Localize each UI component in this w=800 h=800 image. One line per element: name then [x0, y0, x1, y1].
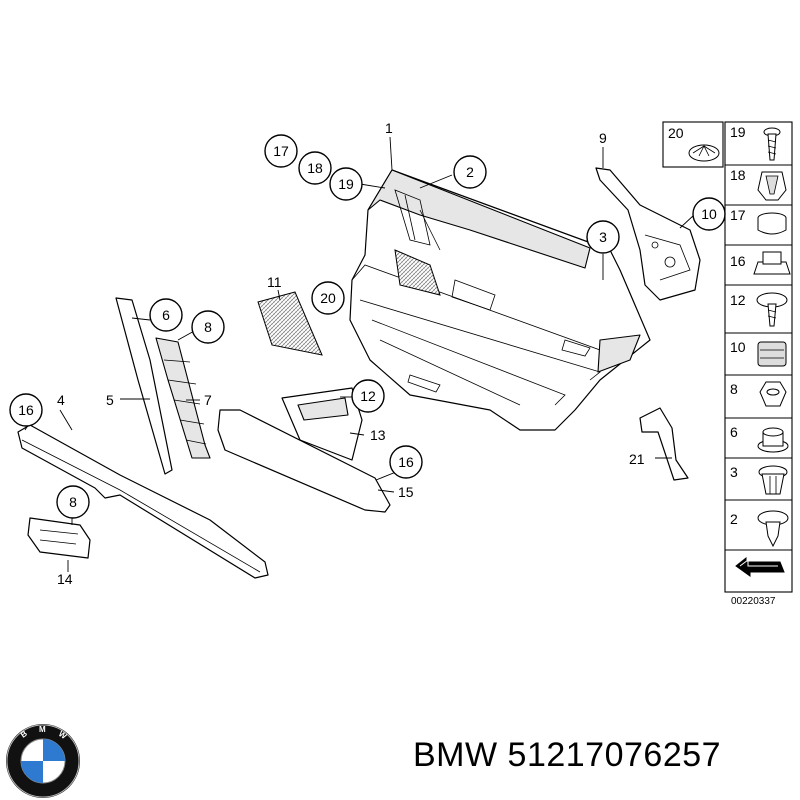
nut-clip-icon [757, 171, 787, 201]
part-caption: BMW 51217076257 [413, 736, 721, 775]
callout-21: 21 [629, 451, 645, 467]
reference-code: 00220337 [731, 596, 776, 607]
svg-text:20: 20 [320, 290, 336, 306]
svg-text:10: 10 [701, 206, 717, 222]
hex-nut-icon [759, 381, 787, 407]
svg-text:17: 17 [273, 143, 289, 159]
callout-1: 1 [385, 120, 393, 136]
clip-nut-icon [753, 251, 791, 275]
callout-8b: 8 [56, 485, 90, 519]
plug-icon [757, 212, 787, 235]
callout-2: 2 [453, 155, 487, 189]
legend-row-16: 16 [730, 253, 746, 269]
arrow-icon [735, 556, 785, 577]
svg-text:18: 18 [307, 160, 323, 176]
lower-trim-strip [17, 424, 269, 579]
callout-16a: 16 [9, 393, 43, 427]
bmw-logo: B M W [6, 724, 80, 798]
push-clip-icon [757, 510, 789, 548]
brand-name: BMW [413, 736, 498, 774]
callout-20: 20 [311, 281, 345, 315]
legend-row-10: 10 [730, 339, 746, 355]
callout-8a: 8 [191, 310, 225, 344]
callout-16b: 16 [389, 445, 423, 479]
legend-top-20-icon [688, 144, 720, 162]
callout-9: 9 [599, 130, 607, 146]
svg-text:6: 6 [162, 307, 170, 323]
callout-3: 3 [586, 220, 620, 254]
callout-5: 5 [106, 392, 114, 408]
screw-icon [763, 127, 781, 161]
bracket-clip-icon [757, 341, 787, 367]
callout-4: 4 [57, 392, 65, 408]
lower-pocket-trim [217, 409, 391, 513]
callout-18: 18 [298, 151, 332, 185]
svg-text:8: 8 [204, 319, 212, 335]
callout-14: 14 [57, 571, 73, 587]
part-number: 51217076257 [507, 736, 722, 774]
svg-text:W: W [57, 729, 69, 741]
b-pillar-trim [115, 297, 211, 475]
legend-row-6: 6 [730, 424, 738, 440]
flange-nut-icon [757, 427, 789, 453]
callout-15: 15 [398, 484, 414, 500]
legend-row-3: 3 [730, 464, 738, 480]
screw-washer-icon [756, 292, 788, 327]
svg-text:16: 16 [18, 402, 34, 418]
legend-row-19: 19 [730, 124, 746, 140]
fastener-legend: 20 19 18 17 16 12 10 8 6 3 2 [662, 121, 793, 607]
callout-11: 11 [267, 274, 282, 290]
svg-text:M: M [39, 725, 46, 734]
door-trim-panel [349, 169, 651, 431]
svg-text:12: 12 [360, 388, 376, 404]
callout-13: 13 [370, 427, 386, 443]
clip-21 [639, 407, 689, 481]
callout-6: 6 [149, 298, 183, 332]
callout-19: 19 [329, 167, 363, 201]
callout-12: 12 [351, 379, 385, 413]
legend-row-2: 2 [730, 511, 738, 527]
svg-text:2: 2 [466, 164, 474, 180]
door-bracket [595, 167, 701, 301]
svg-text:8: 8 [69, 494, 77, 510]
expansion-nut-icon [758, 465, 788, 495]
svg-text:16: 16 [398, 454, 414, 470]
legend-row-12: 12 [730, 292, 746, 308]
callout-labels: 1 2 3 4 5 6 7 8 8 9 10 11 [9, 120, 726, 587]
callout-7: 7 [204, 392, 212, 408]
svg-text:B: B [19, 729, 29, 740]
legend-row-17: 17 [730, 207, 746, 223]
callout-10: 10 [692, 197, 726, 231]
svg-text:19: 19 [338, 176, 354, 192]
speaker-grille [257, 291, 323, 356]
legend-row-8: 8 [730, 381, 738, 397]
door-pocket [281, 387, 363, 461]
clip-piece-14 [27, 517, 91, 559]
svg-text:3: 3 [599, 229, 607, 245]
callout-17: 17 [264, 134, 298, 168]
legend-row-18: 18 [730, 167, 746, 183]
legend-top-20: 20 [668, 125, 684, 141]
